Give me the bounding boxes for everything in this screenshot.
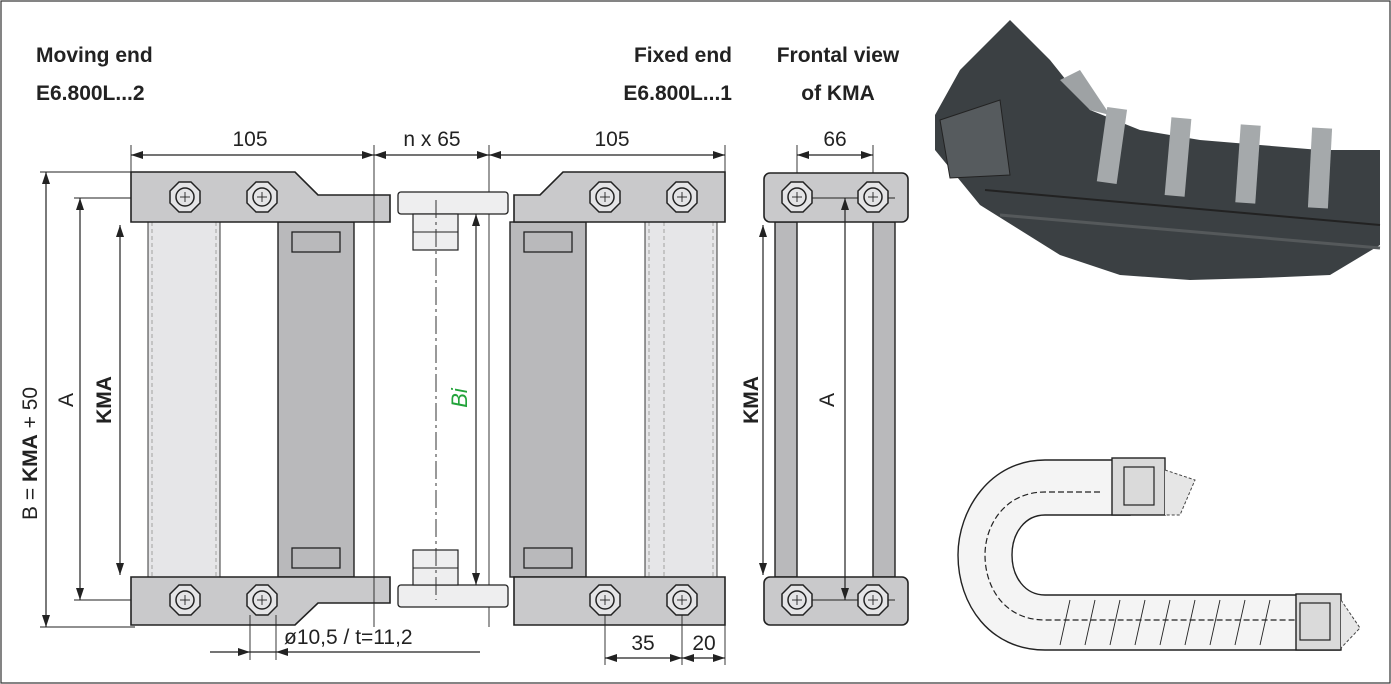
dim-hole: ø10,5 / t=11,2 <box>284 626 413 649</box>
middle-link <box>373 180 509 627</box>
moving-end-code: E6.800L...2 <box>36 82 145 105</box>
dim-35: 35 <box>631 632 654 655</box>
dim-b-formula: B = KMA + 50 <box>19 387 42 520</box>
bottom-right-dimensions <box>604 615 726 665</box>
dim-width-left: 105 <box>232 128 267 151</box>
dim-kma-right: KMA <box>740 376 763 424</box>
frontal-view-subtitle: of KMA <box>801 82 874 105</box>
moving-end-title: Moving end <box>36 44 153 67</box>
dim-pitch: n x 65 <box>403 128 460 151</box>
dim-frontal-width: 66 <box>823 128 846 151</box>
moving-end-bracket <box>130 171 391 626</box>
cable-chain-u-loop-schematic <box>957 457 1361 651</box>
fixed-end-bracket <box>509 171 726 626</box>
fixed-end-title: Fixed end <box>634 44 732 67</box>
dim-a-left: A <box>55 393 78 407</box>
cable-chain-photo <box>935 20 1381 280</box>
bolt-icons <box>169 181 698 616</box>
fixed-end-code: E6.800L...1 <box>623 82 732 105</box>
dim-a-right: A <box>816 393 839 407</box>
frontal-view <box>759 145 909 626</box>
dim-20: 20 <box>692 632 715 655</box>
dim-width-right: 105 <box>594 128 629 151</box>
dim-kma-left: KMA <box>93 376 116 424</box>
hole-dimension <box>210 615 480 660</box>
frontal-view-title: Frontal view <box>777 44 900 67</box>
dim-bi: Bi <box>447 387 472 408</box>
